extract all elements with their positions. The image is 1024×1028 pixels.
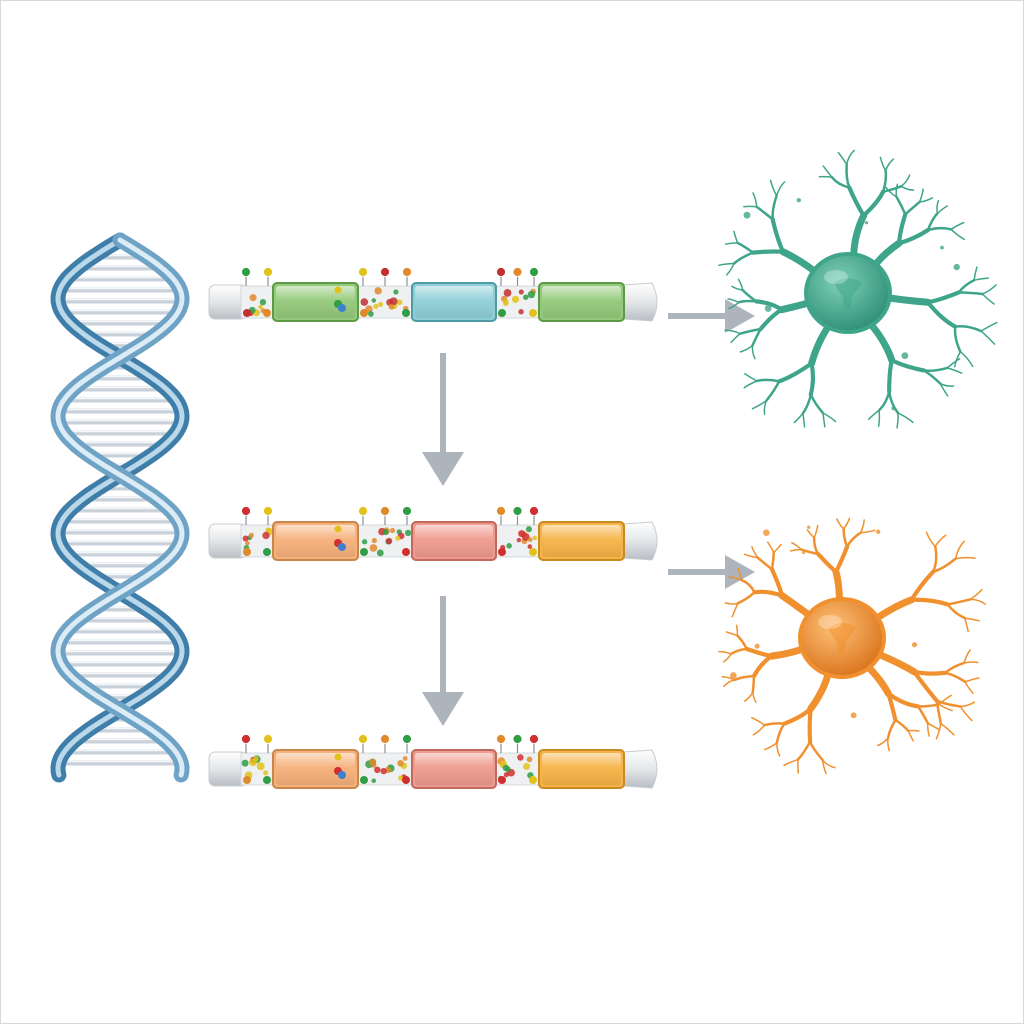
image-frame: [0, 0, 1024, 1024]
epigenetics-diagram: [0, 0, 1024, 1024]
